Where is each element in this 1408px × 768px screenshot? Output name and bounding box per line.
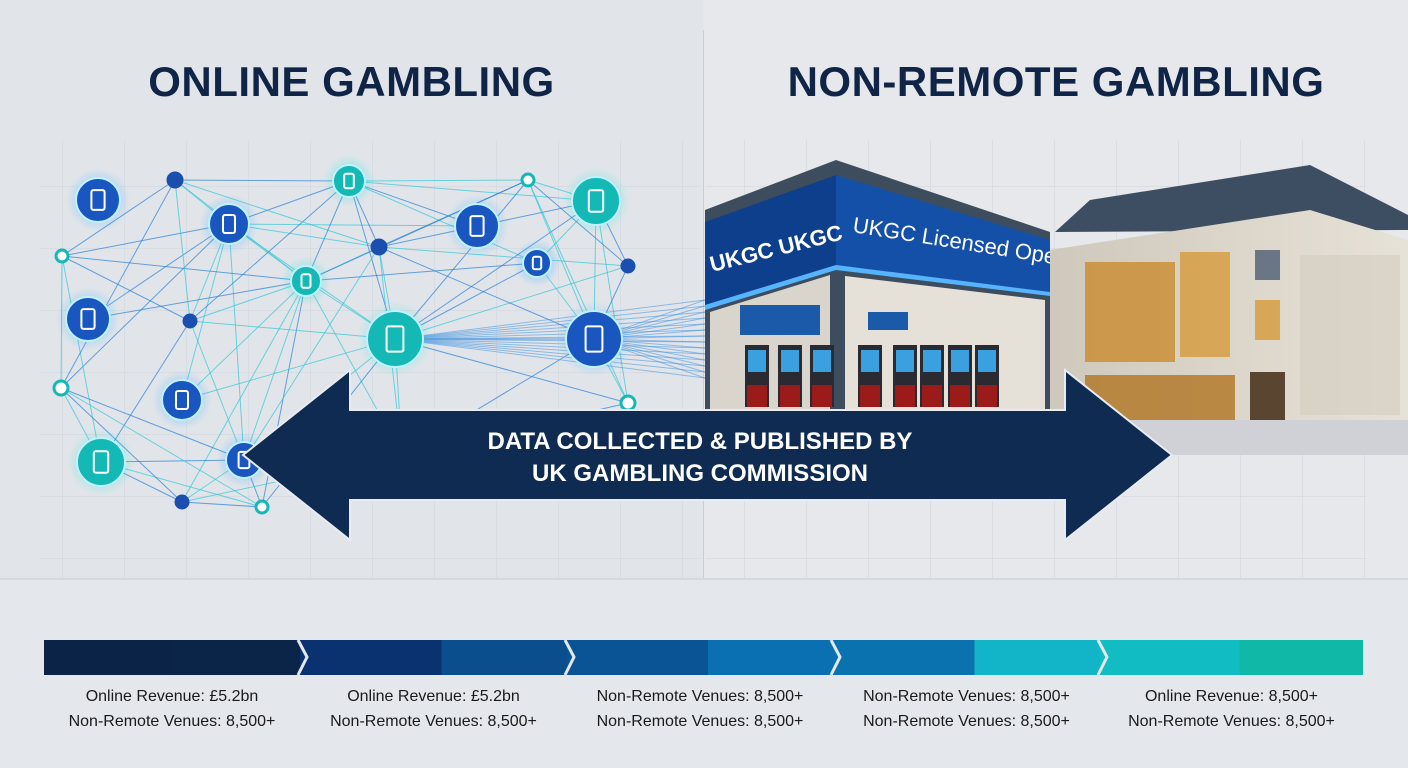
user-icon xyxy=(556,301,632,377)
timeline-area xyxy=(0,580,1408,768)
network-link xyxy=(394,329,706,340)
dice-icon xyxy=(152,370,212,430)
network-link xyxy=(394,299,706,340)
slot-machine-icon xyxy=(920,345,944,407)
caption-line1: Online Revenue: 8,500+ xyxy=(1144,688,1318,705)
caption-line2: Non-Remote Venues: 8,500+ xyxy=(863,713,1070,730)
title-non-remote: NON-REMOTE GAMBLING xyxy=(787,58,1325,105)
network-link xyxy=(243,246,380,461)
timeline-caption: Non-Remote Venues: 8,500+ Non-Remote Venu… xyxy=(832,684,1102,734)
slot-machine-icon xyxy=(778,345,802,407)
phone-icon xyxy=(357,301,433,377)
network-nodes xyxy=(52,155,637,515)
divider xyxy=(703,30,704,580)
network-link xyxy=(228,223,245,461)
slot-machine-icon xyxy=(948,345,972,407)
network-link xyxy=(61,255,102,463)
network-link xyxy=(243,280,307,461)
network-link xyxy=(595,200,629,404)
network-dot xyxy=(520,172,536,188)
casino-building xyxy=(1050,165,1408,455)
network-link xyxy=(394,305,706,340)
timeline-caption: Online Revenue: 8,500+ Non-Remote Venues:… xyxy=(1097,684,1367,734)
network-link xyxy=(174,179,350,182)
caption-line1: Non-Remote Venues: 8,500+ xyxy=(863,688,1070,705)
network-link xyxy=(394,335,706,340)
network-dot xyxy=(254,499,270,515)
monitor-icon xyxy=(56,287,120,351)
phone-icon xyxy=(66,168,130,232)
arrow-caption: DATA COLLECTED & PUBLISHED BY UK GAMBLIN… xyxy=(400,426,1000,490)
caption-line2: Non-Remote Venues: 8,500+ xyxy=(596,713,804,730)
network-dot xyxy=(54,248,70,264)
slot-machine-icon xyxy=(893,345,917,407)
network-dot xyxy=(620,258,636,274)
network-link xyxy=(181,501,263,508)
ukgc-storefront: UKGC UKGC UKGC Licensed Operator xyxy=(705,160,1103,420)
network-link xyxy=(394,338,706,379)
network-dot xyxy=(174,494,190,510)
network-dot xyxy=(182,313,198,329)
monitor-icon xyxy=(513,239,561,287)
slot-machine-icon xyxy=(745,345,769,407)
title-online: ONLINE GAMBLING xyxy=(148,58,555,105)
network-link xyxy=(87,280,307,320)
network-link xyxy=(60,387,263,508)
network-link xyxy=(394,338,706,343)
network-link xyxy=(394,265,629,340)
tablet-icon xyxy=(67,428,135,496)
network-dot xyxy=(166,171,184,189)
network-link xyxy=(181,280,307,503)
network-link xyxy=(394,338,706,373)
network-link xyxy=(394,311,706,340)
slot-machine-icon xyxy=(975,345,999,407)
tablet-icon xyxy=(562,167,630,235)
network-link xyxy=(378,246,629,267)
network-link xyxy=(228,223,478,227)
network-dot xyxy=(619,394,637,412)
network-link xyxy=(394,338,706,349)
network-dot xyxy=(370,238,388,256)
caption-line2: Non-Remote Venues: 8,500+ xyxy=(1128,713,1335,730)
network-link xyxy=(189,180,350,322)
mail-icon xyxy=(323,155,375,207)
illustration: UKGC UKGC UKGC Licensed Operator xyxy=(0,140,1408,580)
caption-line2: Non-Remote Venues: 8,500+ xyxy=(68,713,276,730)
double-arrow xyxy=(241,367,1174,543)
network-link xyxy=(174,179,380,248)
network-link xyxy=(394,338,629,404)
caption-line1: Non-Remote Venues: 8,500+ xyxy=(596,688,804,705)
caption-line1: Online Revenue: £5.2bn xyxy=(347,688,520,705)
network-link xyxy=(348,179,529,182)
network-link xyxy=(181,223,230,401)
network-link xyxy=(378,246,595,340)
network-link xyxy=(394,338,706,355)
arrow-caption-line1: DATA COLLECTED & PUBLISHED BY xyxy=(487,428,913,455)
network-link xyxy=(394,338,706,367)
arrow-caption-line2: UK GAMBLING COMMISSION xyxy=(532,460,868,487)
network-link xyxy=(394,200,597,340)
network-link xyxy=(394,323,706,340)
network-link xyxy=(60,223,230,389)
caption-line2: Non-Remote Venues: 8,500+ xyxy=(330,713,537,730)
timeline-caption: Non-Remote Venues: 8,500+ Non-Remote Venu… xyxy=(565,684,835,734)
sign-front xyxy=(836,175,1050,292)
network-link xyxy=(174,179,191,322)
network-link xyxy=(348,180,538,264)
phone-icon xyxy=(445,194,509,258)
caption-line1: Online Revenue: £5.2bn xyxy=(85,688,259,705)
network-link xyxy=(348,180,597,202)
network-link xyxy=(60,387,245,461)
network-link xyxy=(61,255,191,322)
slot-machine-icon xyxy=(810,345,834,407)
network-link xyxy=(305,262,538,282)
phone-icon xyxy=(281,256,331,306)
slot-machine-icon xyxy=(858,345,882,407)
laptop-icon xyxy=(199,194,259,254)
network-dot xyxy=(52,379,70,397)
sign-side xyxy=(705,175,836,305)
